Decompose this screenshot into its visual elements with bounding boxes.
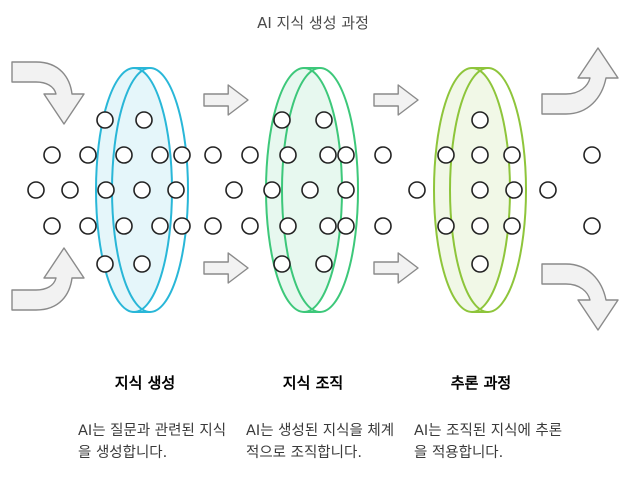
circle-dot-icon	[204, 146, 222, 164]
circle-dot-icon	[315, 111, 333, 129]
circle-dot-icon	[61, 181, 79, 199]
stage-label-generation: 지식 생성	[114, 374, 176, 392]
stage-ring-organization-rim	[304, 67, 320, 313]
curved-arrow-out-icon	[541, 47, 619, 115]
circle-dot-icon	[583, 146, 601, 164]
stage-ring-reasoning-rim	[472, 67, 488, 313]
circle-dot-icon	[27, 181, 45, 199]
circle-dot-icon	[337, 181, 355, 199]
right-arrow-icon	[203, 252, 249, 284]
circle-dot-icon	[151, 146, 169, 164]
circle-dot-icon	[151, 217, 169, 235]
right-arrow-icon	[203, 84, 249, 116]
circle-dot-icon	[96, 255, 114, 273]
circle-dot-icon	[133, 255, 151, 273]
circle-dot-icon	[471, 146, 489, 164]
circle-dot-icon	[173, 217, 191, 235]
circle-dot-icon	[241, 146, 259, 164]
circle-dot-icon	[539, 181, 557, 199]
circle-dot-icon	[437, 217, 455, 235]
circle-dot-icon	[471, 217, 489, 235]
circle-dot-icon	[43, 217, 61, 235]
curved-arrow-in-icon	[11, 247, 85, 311]
circle-dot-icon	[273, 111, 291, 129]
circle-dot-icon	[96, 111, 114, 129]
circle-dot-icon	[279, 217, 297, 235]
circle-dot-icon	[471, 255, 489, 273]
circle-dot-icon	[173, 146, 191, 164]
circle-dot-icon	[408, 181, 426, 199]
curved-arrow-out-icon	[541, 263, 619, 331]
circle-dot-icon	[337, 146, 355, 164]
circle-dot-icon	[204, 217, 222, 235]
stage-desc-organization: AI는 생성된 지식을 체계적으로 조직합니다.	[246, 423, 395, 461]
circle-dot-icon	[167, 181, 185, 199]
circle-dot-icon	[115, 217, 133, 235]
circle-dot-icon	[135, 111, 153, 129]
circle-dot-icon	[115, 146, 133, 164]
stage-label-reasoning: 추론 과정	[450, 374, 512, 392]
circle-dot-icon	[263, 181, 281, 199]
dots-front-layer	[27, 111, 601, 273]
circle-dot-icon	[225, 181, 243, 199]
right-arrow-icon	[373, 84, 419, 116]
arrows-layer	[11, 47, 619, 331]
circle-dot-icon	[241, 217, 259, 235]
circle-dot-icon	[79, 217, 97, 235]
circle-dot-icon	[315, 255, 333, 273]
stage-label-organization: 지식 조직	[282, 374, 344, 392]
circle-dot-icon	[505, 181, 523, 199]
stage-desc-reasoning: AI는 조직된 지식에 추론을 적용합니다.	[414, 423, 563, 461]
stage-desc-generation: AI는 질문과 관련된 지식을 생성합니다.	[78, 423, 227, 461]
circle-dot-icon	[133, 181, 151, 199]
circle-dot-icon	[279, 146, 297, 164]
circle-dot-icon	[337, 217, 355, 235]
diagram-title: AI 지식 생성 과정	[257, 14, 369, 32]
circle-dot-icon	[43, 146, 61, 164]
circle-dot-icon	[583, 217, 601, 235]
circle-dot-icon	[319, 146, 337, 164]
circle-dot-icon	[319, 217, 337, 235]
curved-arrow-in-icon	[11, 61, 85, 125]
circle-dot-icon	[79, 146, 97, 164]
circle-dot-icon	[97, 181, 115, 199]
circle-dot-icon	[301, 181, 319, 199]
circle-dot-icon	[437, 146, 455, 164]
circle-dot-icon	[374, 146, 392, 164]
circle-dot-icon	[503, 217, 521, 235]
stage-ring-generation-rim	[134, 67, 150, 313]
circle-dot-icon	[503, 146, 521, 164]
circle-dot-icon	[471, 111, 489, 129]
right-arrow-icon	[373, 252, 419, 284]
circle-dot-icon	[471, 181, 489, 199]
circle-dot-icon	[374, 217, 392, 235]
circle-dot-icon	[273, 255, 291, 273]
